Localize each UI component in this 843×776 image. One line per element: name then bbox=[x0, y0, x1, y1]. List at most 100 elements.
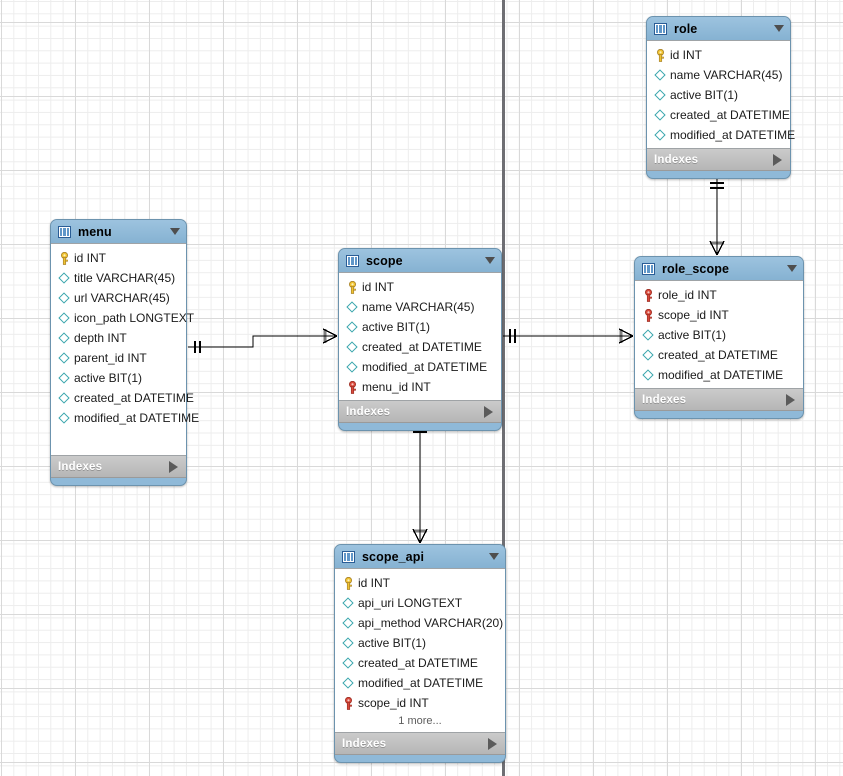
pk-key-icon bbox=[656, 48, 664, 62]
table-row[interactable]: icon_path LONGTEXT bbox=[51, 308, 194, 328]
indexes-section-scope[interactable]: Indexes bbox=[339, 401, 501, 423]
column-label: id INT bbox=[362, 280, 395, 294]
column-icon bbox=[641, 369, 655, 381]
fk-key-icon bbox=[344, 696, 352, 710]
table-title: role bbox=[674, 21, 698, 36]
column-icon bbox=[641, 329, 655, 341]
table-row[interactable]: active BIT(1) bbox=[51, 368, 186, 388]
table-row[interactable]: modified_at DATETIME bbox=[647, 125, 795, 145]
pk-key-icon bbox=[60, 251, 68, 265]
table-icon bbox=[642, 262, 655, 275]
table-row[interactable]: modified_at DATETIME bbox=[339, 357, 501, 377]
column-icon bbox=[342, 637, 354, 649]
table-row[interactable]: modified_at DATETIME bbox=[51, 408, 199, 428]
expand-indexes-icon[interactable] bbox=[488, 737, 497, 750]
column-label: id INT bbox=[74, 251, 107, 265]
table-row[interactable]: id INT bbox=[335, 573, 505, 593]
table-row[interactable]: created_at DATETIME bbox=[635, 345, 803, 365]
chevron-down-icon[interactable] bbox=[774, 25, 784, 32]
table-row[interactable]: id INT bbox=[51, 248, 186, 268]
table-row[interactable]: title VARCHAR(45) bbox=[51, 268, 186, 288]
chevron-down-icon[interactable] bbox=[787, 265, 797, 272]
column-icon bbox=[58, 412, 70, 424]
indexes-section-role_scope[interactable]: Indexes bbox=[635, 389, 803, 411]
table-row[interactable]: id INT bbox=[647, 45, 790, 65]
table-menu[interactable]: menu id INT title VARCHAR(45) url VARCHAR(4… bbox=[50, 219, 199, 486]
table-row[interactable]: active BIT(1) bbox=[635, 325, 803, 345]
table-scope[interactable]: scope id INT name VARCHAR(45) active BIT(1)… bbox=[338, 248, 502, 431]
table-row[interactable]: scope_id INT bbox=[635, 305, 803, 325]
table-row[interactable]: depth INT bbox=[51, 328, 186, 348]
column-icon bbox=[345, 321, 359, 333]
expand-indexes-icon[interactable] bbox=[169, 460, 178, 473]
column-label: url VARCHAR(45) bbox=[74, 291, 170, 305]
table-header-role[interactable]: role bbox=[647, 17, 790, 40]
relationship-menu-scope bbox=[188, 328, 338, 353]
table-row[interactable]: scope_id INT bbox=[335, 693, 505, 713]
column-label: active BIT(1) bbox=[358, 636, 427, 650]
column-icon bbox=[341, 677, 355, 689]
table-row[interactable]: modified_at DATETIME bbox=[335, 673, 505, 693]
table-icon bbox=[58, 225, 71, 238]
table-row[interactable]: menu_id INT bbox=[339, 377, 501, 397]
expand-indexes-icon[interactable] bbox=[773, 153, 782, 166]
column-icon bbox=[654, 69, 666, 81]
relationship-scope-role_scope bbox=[503, 328, 634, 344]
fk-key-icon bbox=[641, 308, 655, 322]
column-icon bbox=[57, 292, 71, 304]
table-row[interactable]: role_id INT bbox=[635, 285, 803, 305]
column-label: menu_id INT bbox=[362, 380, 431, 394]
column-label: scope_id INT bbox=[358, 696, 429, 710]
column-icon bbox=[346, 361, 358, 373]
column-label: name VARCHAR(45) bbox=[362, 300, 475, 314]
table-row[interactable]: active BIT(1) bbox=[335, 633, 505, 653]
table-header-menu[interactable]: menu bbox=[51, 220, 186, 243]
table-row[interactable]: api_method VARCHAR(20) bbox=[335, 613, 505, 633]
column-label: created_at DATETIME bbox=[658, 348, 778, 362]
relationship-role-role_scope bbox=[709, 177, 725, 256]
column-icon bbox=[57, 392, 71, 404]
chevron-down-icon[interactable] bbox=[489, 553, 499, 560]
column-icon bbox=[57, 372, 71, 384]
column-label: created_at DATETIME bbox=[362, 340, 482, 354]
indexes-section-role[interactable]: Indexes bbox=[647, 149, 790, 171]
column-icon bbox=[641, 349, 655, 361]
pk-key-icon bbox=[348, 280, 356, 294]
table-header-scope_api[interactable]: scope_api bbox=[335, 545, 505, 568]
table-title: scope_api bbox=[362, 549, 425, 564]
table-row[interactable]: created_at DATETIME bbox=[51, 388, 194, 408]
table-row[interactable]: name VARCHAR(45) bbox=[647, 65, 790, 85]
column-icon bbox=[58, 392, 70, 404]
table-header-scope[interactable]: scope bbox=[339, 249, 501, 272]
table-header-role_scope[interactable]: role_scope bbox=[635, 257, 803, 280]
indexes-section-menu[interactable]: Indexes bbox=[51, 456, 186, 478]
indexes-section-scope_api[interactable]: Indexes bbox=[335, 733, 505, 755]
more-columns-indicator[interactable]: 1 more... bbox=[398, 715, 442, 727]
column-icon bbox=[57, 312, 71, 324]
chevron-down-icon[interactable] bbox=[485, 257, 495, 264]
expand-indexes-icon[interactable] bbox=[786, 393, 795, 406]
expand-indexes-icon[interactable] bbox=[484, 405, 493, 418]
table-row[interactable]: created_at DATETIME bbox=[647, 105, 790, 125]
table-row[interactable]: created_at DATETIME bbox=[339, 337, 501, 357]
table-row[interactable]: url VARCHAR(45) bbox=[51, 288, 186, 308]
pk-key-icon bbox=[341, 576, 355, 590]
chevron-down-icon[interactable] bbox=[170, 228, 180, 235]
table-row[interactable]: active BIT(1) bbox=[647, 85, 790, 105]
column-icon bbox=[341, 657, 355, 669]
table-row[interactable]: api_uri LONGTEXT bbox=[335, 593, 505, 613]
column-icon bbox=[346, 301, 358, 313]
table-row[interactable]: modified_at DATETIME bbox=[635, 365, 803, 385]
column-icon bbox=[58, 352, 70, 364]
table-row[interactable]: parent_id INT bbox=[51, 348, 186, 368]
table-row[interactable]: active BIT(1) bbox=[339, 317, 501, 337]
table-row[interactable]: name VARCHAR(45) bbox=[339, 297, 501, 317]
column-label: modified_at DATETIME bbox=[74, 411, 200, 425]
column-label: active BIT(1) bbox=[670, 88, 739, 102]
table-row[interactable]: id INT bbox=[339, 277, 501, 297]
table-row[interactable]: created_at DATETIME bbox=[335, 653, 505, 673]
